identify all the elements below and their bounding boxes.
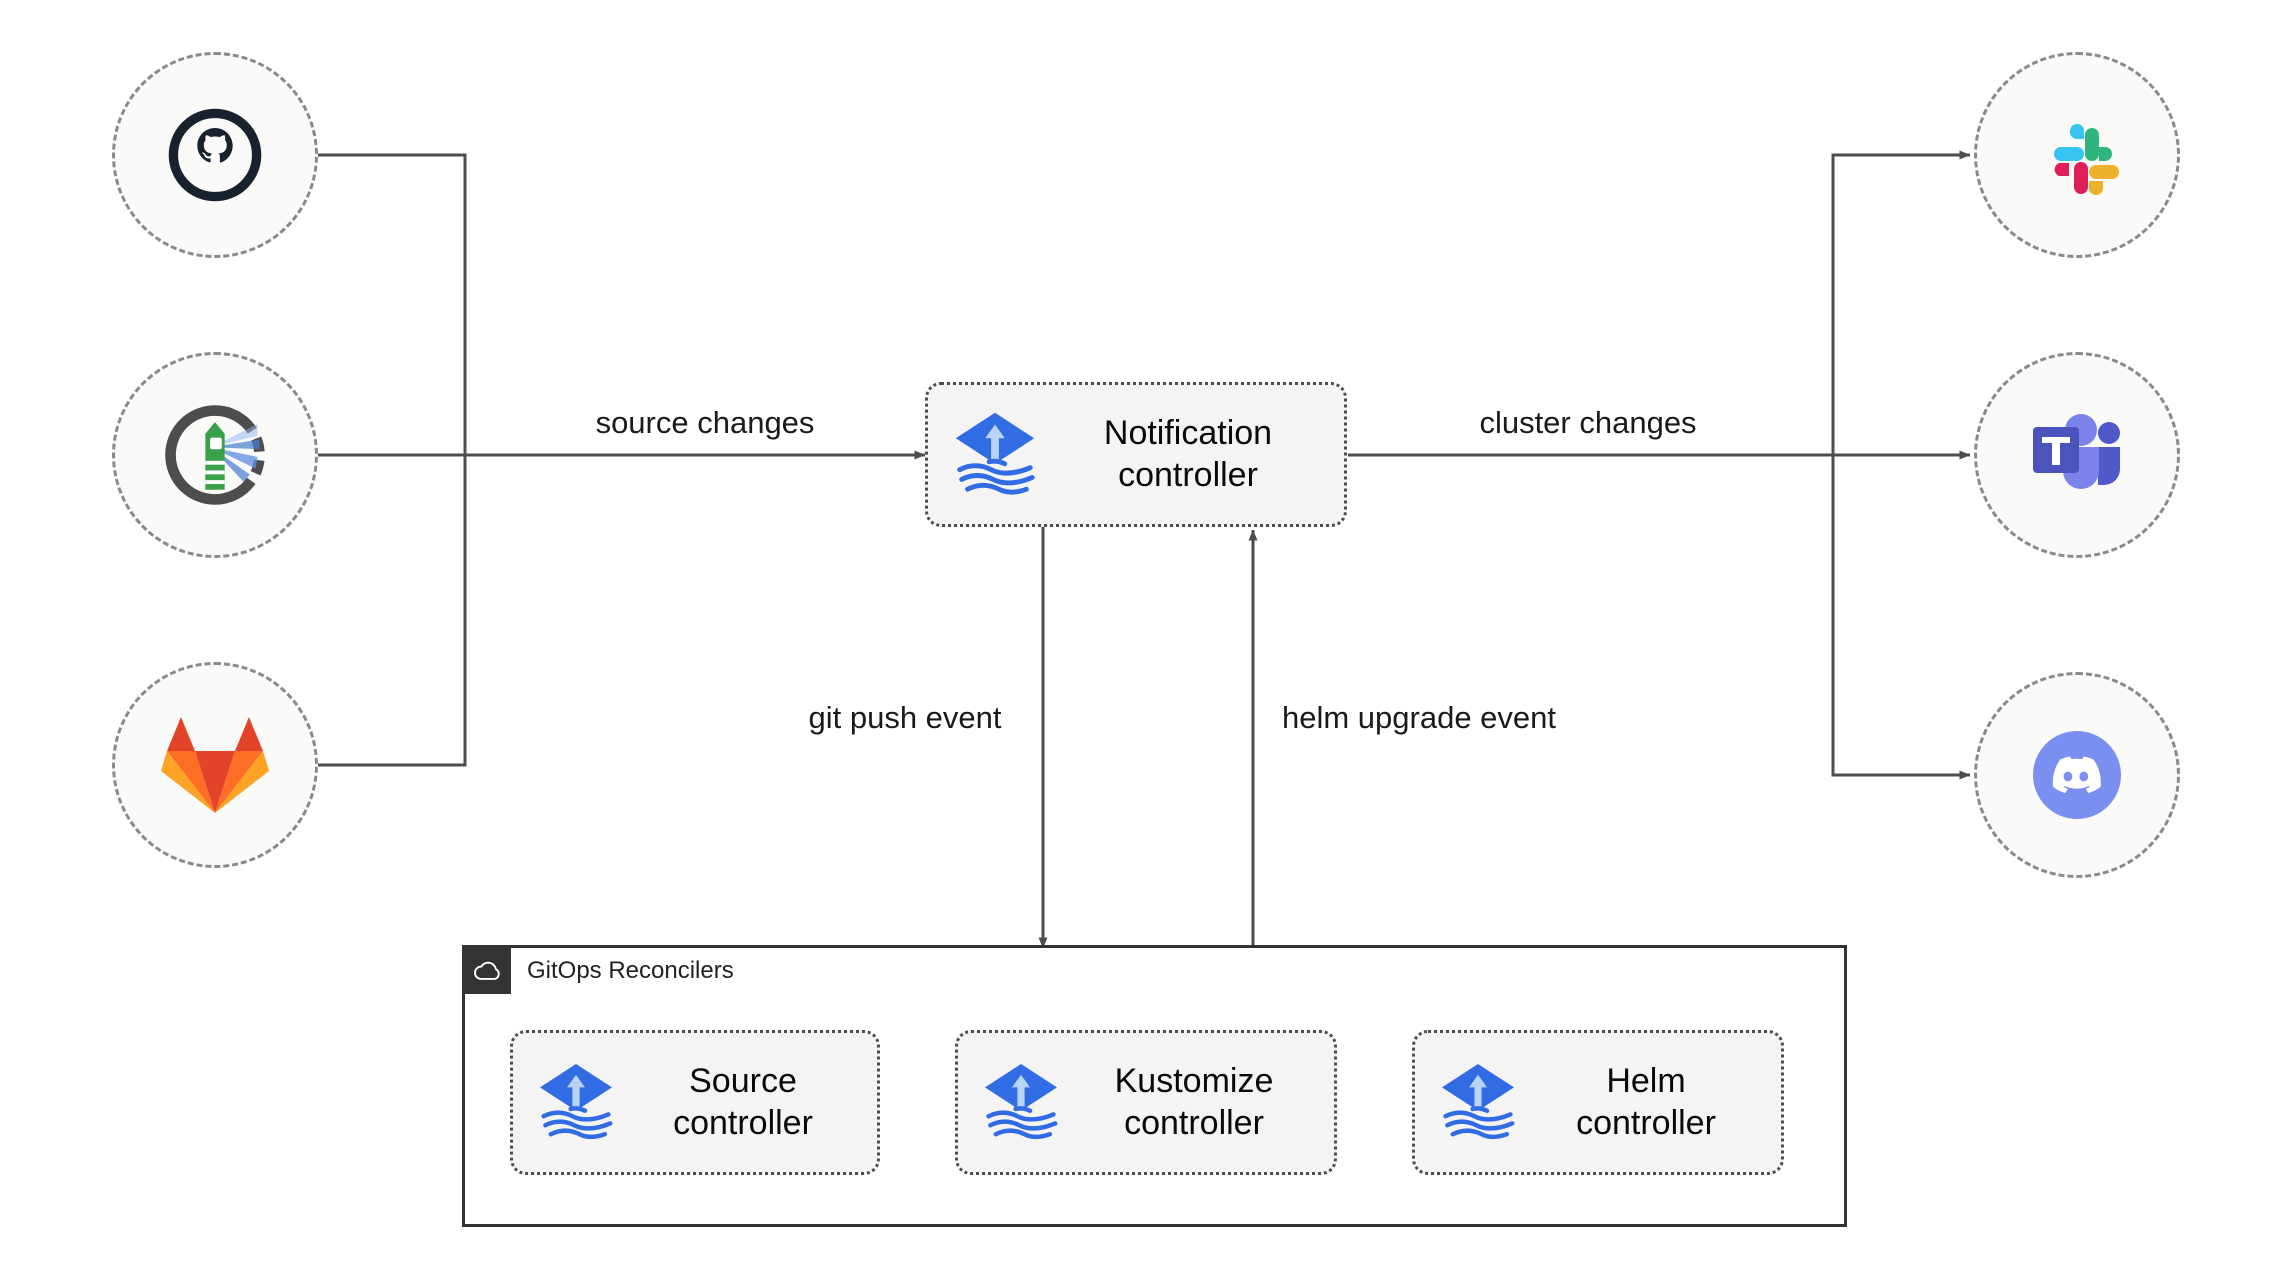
destination-node-slack[interactable] — [1974, 52, 2180, 258]
github-icon — [163, 103, 267, 207]
kustomize-controller-label: Kustomize controller — [1114, 1062, 1274, 1142]
notification-controller-node[interactable]: Notification controller — [925, 382, 1347, 527]
helm-controller-node[interactable]: Helm controller — [1412, 1030, 1784, 1175]
edge-label-helm-upgrade-event: helm upgrade event — [1264, 698, 1574, 738]
edge-github-bus — [318, 153, 467, 455]
flux-controller-icon — [531, 1055, 621, 1150]
source-controller-label: Source controller — [673, 1062, 813, 1142]
discord-icon — [2023, 721, 2131, 829]
slack-icon — [2027, 105, 2127, 205]
flux-controller-icon — [1433, 1055, 1523, 1150]
source-node-gitlab[interactable] — [112, 662, 318, 868]
source-controller-node[interactable]: Source controller — [510, 1030, 880, 1175]
gitops-reconcilers-header: GitOps Reconcilers — [465, 948, 734, 994]
helm-controller-label: Helm controller — [1576, 1062, 1716, 1142]
flux-lighthouse-icon — [157, 397, 273, 513]
gitlab-icon — [160, 713, 270, 817]
edge-label-cluster-changes: cluster changes — [1464, 403, 1712, 443]
notification-controller-label: Notification controller — [1103, 414, 1273, 494]
destination-node-discord[interactable] — [1974, 672, 2180, 878]
cloud-icon — [465, 948, 511, 994]
kustomize-controller-node[interactable]: Kustomize controller — [955, 1030, 1337, 1175]
gitops-reconcilers-title: GitOps Reconcilers — [527, 957, 734, 984]
microsoft-teams-icon — [2025, 405, 2129, 505]
edge-label-source-changes: source changes — [578, 403, 832, 443]
edge-label-git-push-event: git push event — [790, 698, 1020, 738]
flux-controller-icon — [946, 403, 1044, 506]
flux-controller-icon — [976, 1055, 1066, 1150]
edge-to-discord — [1831, 455, 1971, 780]
edge-to-slack — [1831, 150, 1971, 455]
source-node-github[interactable] — [112, 52, 318, 258]
destination-node-teams[interactable] — [1974, 352, 2180, 558]
edge-gitlab-bus — [318, 455, 467, 767]
source-node-flux[interactable] — [112, 352, 318, 558]
